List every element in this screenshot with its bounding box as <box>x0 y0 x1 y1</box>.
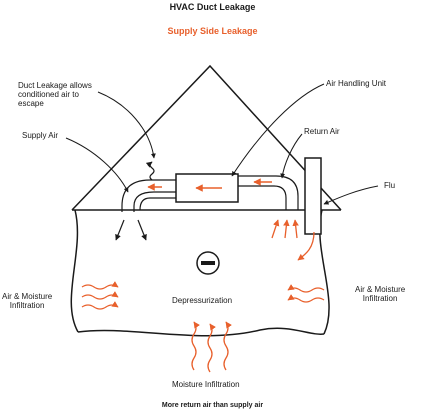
label-infiltration-right: Air & Moisture Infiltration <box>355 285 406 303</box>
label-depressurization: Depressurization <box>172 296 233 305</box>
duct-system <box>121 175 299 212</box>
label-return-air: Return Air <box>304 127 340 136</box>
duct-flow-arrows <box>147 178 272 192</box>
return-inlet-arrows <box>271 219 299 239</box>
flue <box>304 157 322 235</box>
left-infiltration-arrows <box>81 281 119 310</box>
label-infiltration-left: Air & Moisture Infiltration <box>2 292 53 310</box>
leader-lines <box>65 83 379 205</box>
bottom-moisture-arrows <box>191 321 232 373</box>
house-body <box>70 209 330 337</box>
diagram-title: HVAC Duct Leakage <box>169 2 256 12</box>
diagram-subtitle: Supply Side Leakage <box>167 26 258 36</box>
duct-leak-squiggle <box>145 161 155 181</box>
label-supply-air: Supply Air <box>22 131 59 140</box>
minus-sign-icon <box>196 251 220 275</box>
label-moisture-infiltration: Moisture Infiltration <box>172 380 240 389</box>
label-duct-leakage: Duct Leakage allows conditioned air to e… <box>18 81 92 108</box>
right-infiltration-arrows <box>287 284 325 303</box>
label-air-handling-unit: Air Handling Unit <box>326 79 387 88</box>
supply-outlet-arrows <box>115 219 147 241</box>
label-flu: Flu <box>384 181 396 190</box>
flue-backdraft-arrow <box>297 231 315 261</box>
roof <box>71 64 342 211</box>
diagram-caption: More return air than supply air <box>161 402 264 409</box>
